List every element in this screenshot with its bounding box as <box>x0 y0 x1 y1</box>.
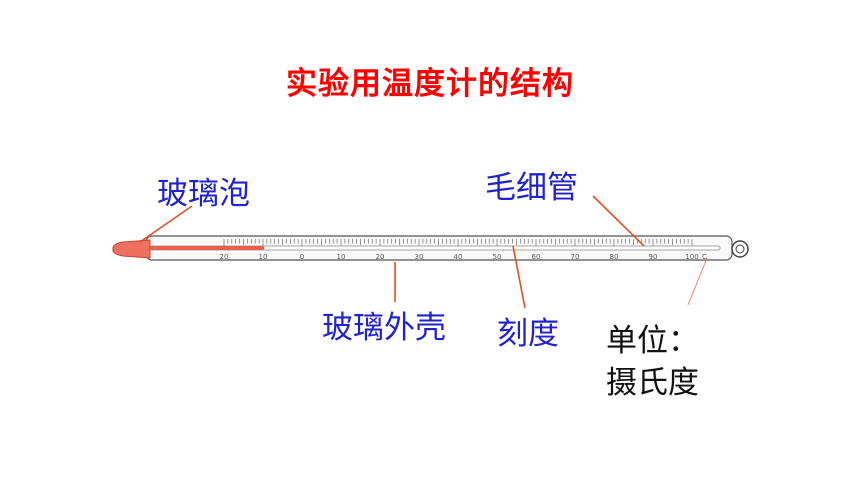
scale-number: 20 <box>376 253 385 261</box>
scale-number: 60 <box>532 253 541 261</box>
label-unit: 单位： 摄氏度 <box>606 320 699 404</box>
leader-line-unit <box>687 257 708 306</box>
leader-line-scale <box>512 245 526 309</box>
scale-number: 100 <box>685 253 698 261</box>
label-bulb: 玻璃泡 <box>157 176 250 212</box>
label-shell: 玻璃外壳 <box>322 310 446 346</box>
leader-line-capillary <box>592 195 645 247</box>
scale-number: 40 <box>454 253 463 261</box>
scale-number: 0 <box>300 253 304 261</box>
page-title: 实验用温度计的结构 <box>286 66 574 102</box>
label-capillary: 毛细管 <box>485 170 578 206</box>
scale-number: 20 <box>220 253 229 261</box>
glass-bulb <box>112 239 151 259</box>
label-unit-line2: 摄氏度 <box>606 365 699 401</box>
scale-number: 30 <box>415 253 424 261</box>
label-scale: 刻度 <box>497 316 559 352</box>
label-unit-line1: 单位： <box>606 323 699 359</box>
scale-number: 10 <box>259 253 268 261</box>
liquid-column <box>140 246 264 250</box>
scale-number: 10 <box>337 253 346 261</box>
leader-line-bulb <box>139 205 193 243</box>
scale-number: 80 <box>610 253 619 261</box>
hanging-ring-inner <box>735 244 745 254</box>
scale-number: 50 <box>493 253 502 261</box>
scale-number: 70 <box>571 253 580 261</box>
scale-unit-symbol: C <box>702 253 707 261</box>
scale-ticks <box>223 239 693 246</box>
scale-number: 90 <box>649 253 658 261</box>
